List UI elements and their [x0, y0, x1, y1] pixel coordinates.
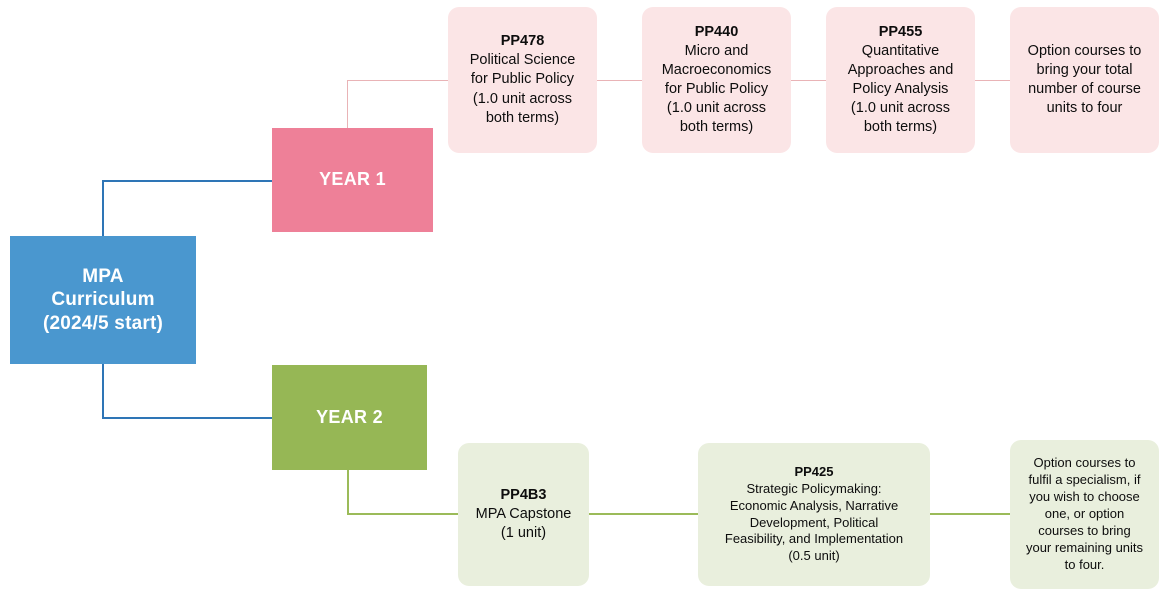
course-description: MPA Capstone (1 unit)	[475, 505, 572, 542]
connector-root-to-year2-horizontal	[102, 417, 274, 419]
connector-pp478-to-pp440	[595, 80, 644, 81]
connector-year1-to-pp478-horizontal	[347, 80, 450, 81]
connector-year2-to-pp4b3-horizontal	[347, 513, 460, 515]
course-description: Political Science for Public Policy (1.0…	[469, 52, 576, 126]
course-card-year1-options[interactable]: Option courses to bring your total numbe…	[1010, 7, 1159, 153]
course-description: Quantitative Approaches and Policy Analy…	[847, 42, 954, 136]
course-code: PP425	[794, 463, 834, 479]
year1-node[interactable]: YEAR 1	[272, 128, 433, 232]
connector-root-to-year1-horizontal	[102, 180, 274, 182]
course-description: Strategic Policymaking: Economic Analysi…	[724, 480, 904, 564]
course-code: PP4B3	[500, 486, 547, 503]
course-code: PP455	[878, 23, 923, 40]
course-description: Micro and Macroeconomics for Public Poli…	[661, 42, 772, 136]
connector-pp425-to-option2	[928, 513, 1012, 515]
connector-year2-to-pp4b3-vertical	[347, 468, 349, 514]
connector-root-to-year2-vertical	[102, 363, 104, 419]
connector-pp455-to-option1	[973, 80, 1012, 81]
connector-root-to-year1-vertical	[102, 180, 104, 237]
root-node-mpa-curriculum[interactable]: MPA Curriculum (2024/5 start)	[10, 236, 196, 364]
year2-node[interactable]: YEAR 2	[272, 365, 427, 470]
connector-pp4b3-to-pp425	[586, 513, 700, 515]
course-card-year2-options[interactable]: Option courses to fulfil a specialism, i…	[1010, 440, 1159, 589]
year1-node-label: YEAR 1	[319, 169, 386, 190]
course-description: Option courses to fulfil a specialism, i…	[1025, 455, 1144, 572]
course-card-pp440[interactable]: PP440 Micro and Macroeconomics for Publi…	[642, 7, 791, 153]
connector-year1-to-pp478-vertical	[347, 80, 348, 130]
course-card-pp4b3[interactable]: PP4B3 MPA Capstone (1 unit)	[458, 443, 589, 586]
course-code: PP440	[694, 23, 739, 40]
course-description: Option courses to bring your total numbe…	[1027, 42, 1142, 117]
connector-pp440-to-pp455	[789, 80, 828, 81]
course-card-pp425[interactable]: PP425 Strategic Policymaking: Economic A…	[698, 443, 930, 586]
root-node-label: MPA Curriculum (2024/5 start)	[42, 266, 164, 334]
course-card-pp455[interactable]: PP455 Quantitative Approaches and Policy…	[826, 7, 975, 153]
year2-node-label: YEAR 2	[316, 406, 383, 427]
course-code: PP478	[500, 33, 545, 50]
course-card-pp478[interactable]: PP478 Political Science for Public Polic…	[448, 7, 597, 153]
